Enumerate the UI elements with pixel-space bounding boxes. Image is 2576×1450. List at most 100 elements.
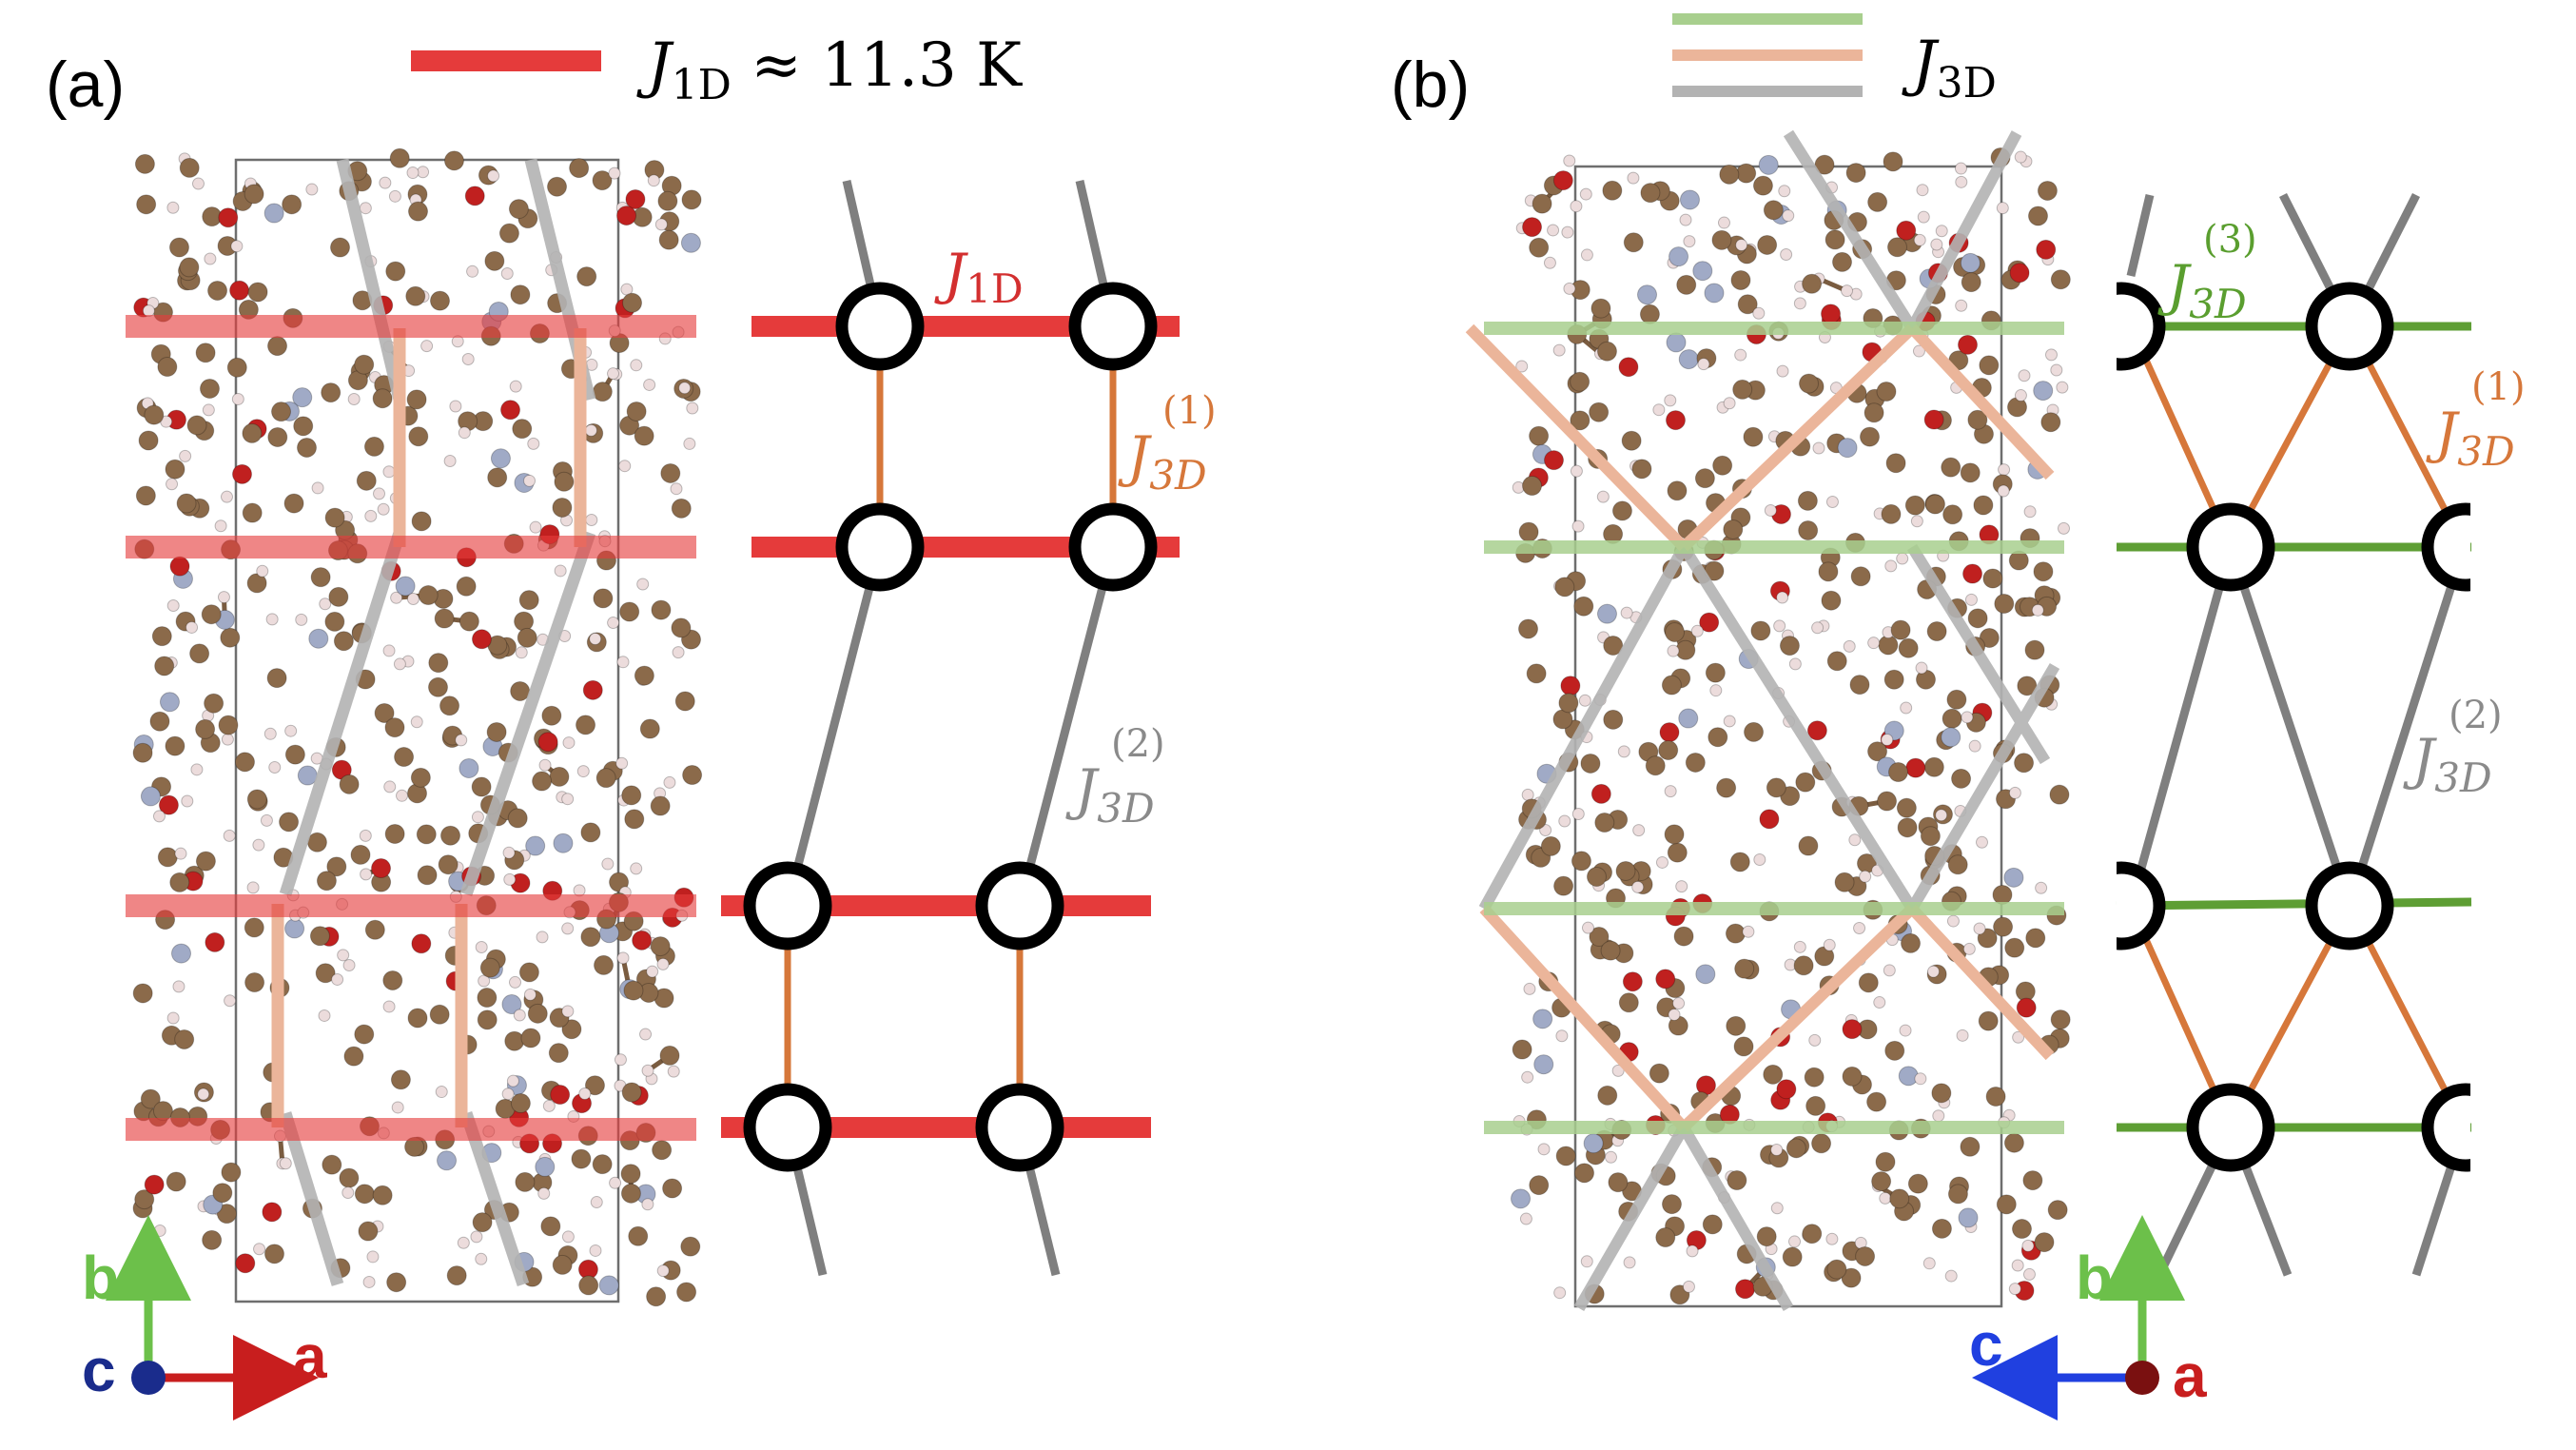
molecule-atom (174, 847, 187, 860)
molecule-atom (537, 732, 558, 753)
molecule-atom (623, 980, 644, 1001)
molecule-atom (1955, 175, 1968, 188)
molecule-atom (547, 176, 568, 197)
molecule-atom (321, 382, 342, 403)
molecule-atom (569, 158, 590, 179)
panel-b: (b) J3D (1391, 13, 2526, 1421)
molecule-atom (1580, 248, 1593, 262)
molecule-atom (514, 611, 535, 632)
molecule-atom (1655, 1227, 1676, 1248)
molecule-atom (1763, 200, 1784, 221)
molecule-atom (350, 844, 371, 865)
molecule-atom (529, 520, 542, 534)
molecule-atom (1947, 1184, 1968, 1205)
molecule-atom (621, 1082, 642, 1103)
molecule-atom (1512, 1039, 1532, 1060)
molecule-atom (1960, 1136, 1981, 1157)
molecule-atom (195, 851, 216, 872)
molecule-atom (1849, 675, 1870, 696)
molecule-atom (1553, 1286, 1567, 1300)
molecule-atom (1734, 348, 1747, 362)
molecule-atom (1753, 853, 1766, 867)
molecule-atom (429, 290, 450, 311)
molecule-atom (578, 1088, 592, 1101)
molecule-atom (1664, 394, 1677, 407)
molecule-atom (1756, 1226, 1777, 1247)
molecule-atom (681, 189, 702, 210)
molecule-atom (498, 223, 519, 244)
molecule-atom (1692, 261, 1713, 282)
molecule-atom (218, 715, 239, 735)
molecule-atom (639, 1028, 653, 1041)
molecule-atom (1825, 1232, 1839, 1245)
molecule-atom (1532, 193, 1552, 214)
molecule-atom (379, 176, 392, 189)
molecule-atom (1539, 823, 1552, 836)
molecule-atom (1881, 503, 1902, 524)
molecule-atom (1883, 151, 1903, 172)
molecule-atom (279, 1157, 292, 1170)
molecule-atom (1664, 824, 1685, 845)
molecule-atom (354, 1024, 375, 1045)
molecule-atom (318, 1009, 331, 1022)
molecule-atom (500, 400, 521, 421)
lattice-a-sites (743, 282, 1158, 1172)
molecule-atom (1518, 521, 1539, 542)
molecule-atom (1885, 453, 1906, 474)
molecule-atom (607, 617, 620, 630)
molecule-atom (140, 1088, 161, 1109)
molecule-atom (658, 229, 679, 250)
molecule-atom (1704, 283, 1725, 304)
molecule-atom (515, 1171, 536, 1192)
molecule-atom (1665, 621, 1686, 642)
molecule-atom (185, 620, 199, 634)
molecule-atom (1679, 189, 1700, 210)
molecule-atom (1979, 355, 2000, 376)
molecule-atom (377, 502, 390, 516)
molecule-atom (2033, 381, 2054, 402)
molecule-atom (466, 265, 479, 278)
molecule-atom (132, 983, 153, 1004)
molecule-atom (475, 940, 488, 953)
molecule-atom (1802, 1224, 1823, 1244)
molecule-atom (1742, 925, 1755, 938)
molecule-atom (179, 449, 192, 462)
molecule-atom (486, 721, 507, 742)
molecule-atom (652, 1140, 673, 1161)
molecule-atom (1793, 297, 1806, 310)
molecule-atom (478, 974, 491, 988)
molecule-atom (2027, 206, 2048, 226)
molecule-atom (342, 958, 356, 971)
molecule-atom (142, 304, 155, 318)
molecule-atom (406, 389, 427, 410)
molecule-atom (1850, 566, 1871, 587)
molecule-atom (632, 930, 653, 950)
molecule-atom (212, 1183, 233, 1204)
molecule-atom (510, 284, 531, 305)
molecule-atom (1571, 851, 1591, 872)
molecule-atom (628, 1225, 649, 1246)
molecule-atom (1717, 216, 1730, 229)
molecule-atom (266, 668, 287, 689)
molecule-atom (1915, 661, 1928, 675)
molecule-atom (1954, 162, 1967, 175)
molecule-atom (201, 604, 222, 625)
molecule-atom (1580, 753, 1601, 774)
molecule-atom (1962, 563, 1983, 584)
molecule-atom (2049, 784, 2070, 805)
molecule-atom (263, 1244, 284, 1264)
axes-triad-a: b a c (82, 1215, 327, 1421)
molecule-atom (660, 462, 681, 483)
molecule-atom (1561, 225, 1574, 239)
molecule-atom (1946, 689, 1967, 710)
molecule-atom (471, 811, 484, 824)
molecule-atom (1685, 752, 1706, 773)
molecule-atom (1529, 1175, 1550, 1196)
molecule-atom (267, 426, 288, 447)
molecule-atom (174, 1029, 195, 1049)
molecule-atom (1994, 594, 2015, 615)
molecule-atom (1826, 651, 1847, 672)
molecule-atom (339, 1167, 360, 1188)
molecule-atom (1712, 455, 1733, 476)
